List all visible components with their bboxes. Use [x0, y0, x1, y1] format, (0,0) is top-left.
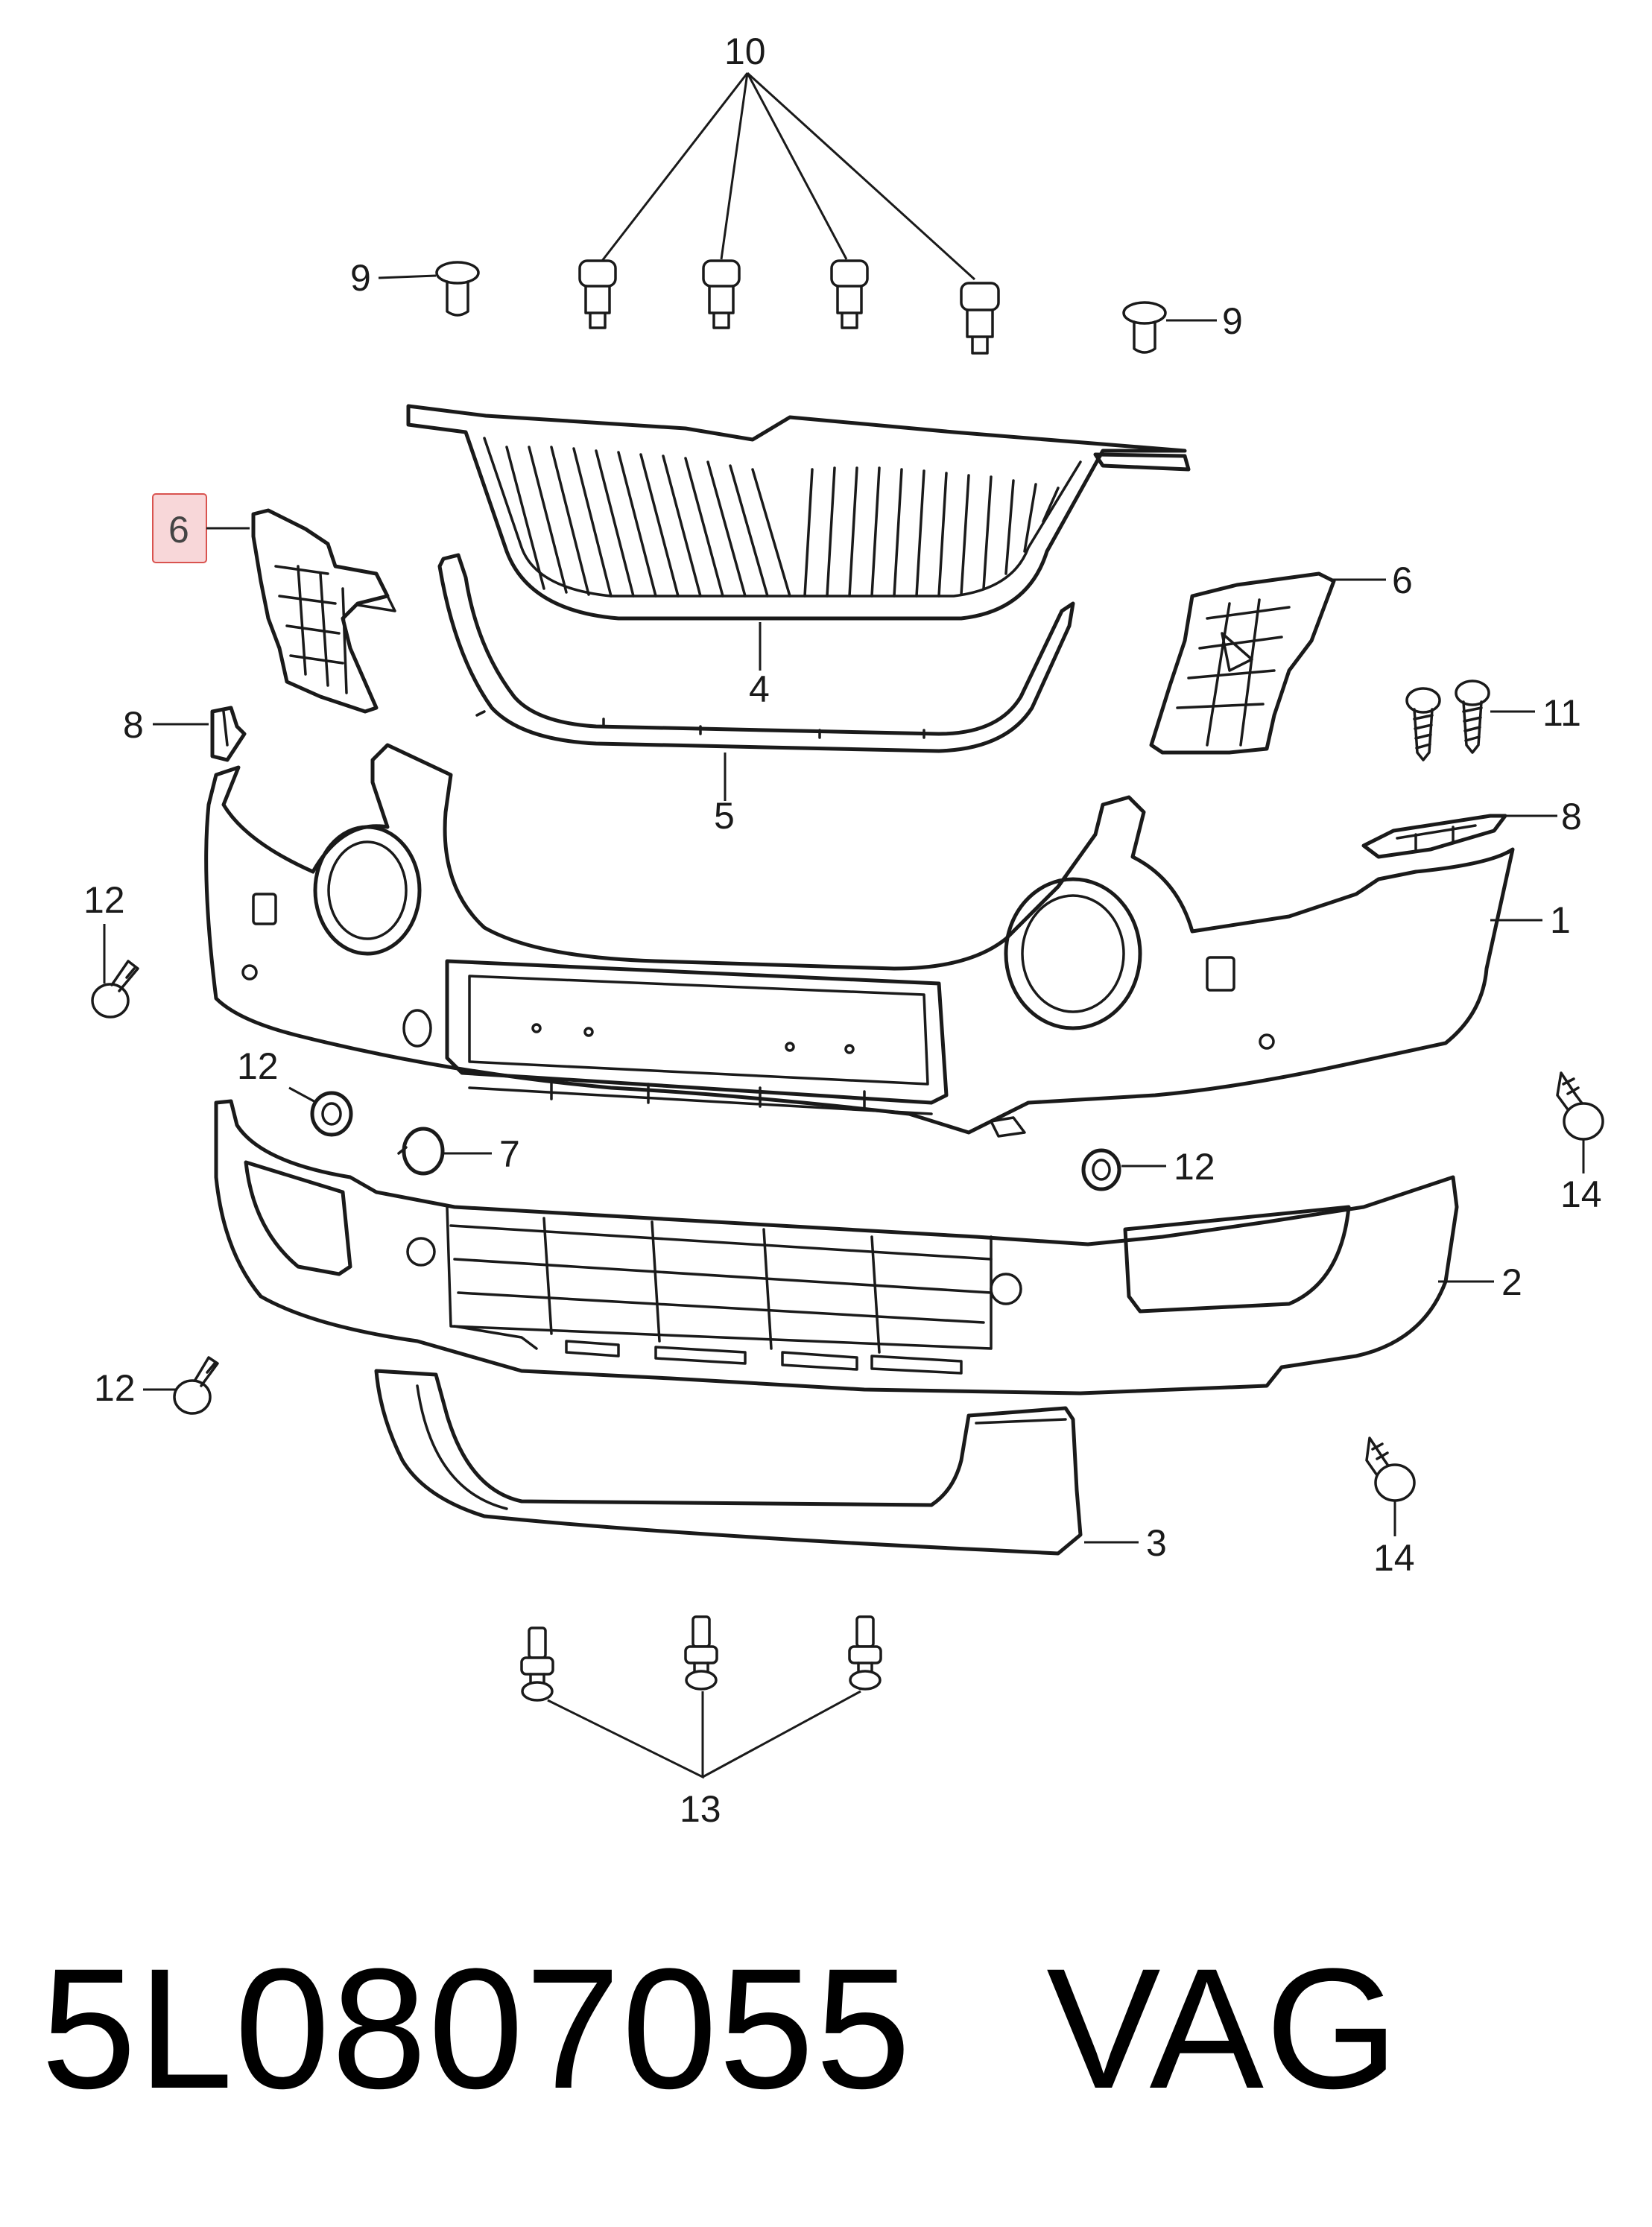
pin-13-b-icon: [684, 1615, 718, 1691]
callout-8-left[interactable]: 8: [123, 704, 144, 746]
screw-14-b-icon: [1365, 1436, 1416, 1502]
screw-14-a-icon: [1556, 1071, 1604, 1141]
clip-8-left-icon: [210, 706, 247, 762]
bolt-10-a-icon: [578, 259, 617, 329]
pin-13-a-icon: [520, 1626, 554, 1702]
callout-12-d[interactable]: 12: [94, 1367, 136, 1409]
clip-8-right-icon: [1361, 814, 1507, 859]
callout-3[interactable]: 3: [1146, 1522, 1167, 1564]
screw-12-d-icon: [173, 1356, 219, 1415]
callout-6-left[interactable]: 6: [168, 509, 189, 551]
part-number: 5L0807055: [41, 1933, 913, 2124]
callout-9-right[interactable]: 9: [1222, 300, 1243, 342]
callout-1[interactable]: 1: [1550, 899, 1571, 941]
part-number-caption: 5L0807055 VAG: [41, 1930, 1400, 2127]
pin-13-c-icon: [848, 1615, 882, 1691]
bumper-cover: [204, 743, 1515, 1138]
callout-2[interactable]: 2: [1501, 1261, 1522, 1303]
callout-14-a[interactable]: 14: [1560, 1173, 1602, 1215]
leader-9-left: [378, 274, 437, 279]
bolt-10-d-icon: [960, 282, 1000, 355]
left-bumper-bracket: [251, 508, 396, 714]
callout-10[interactable]: 10: [724, 31, 766, 72]
screw-11-b-icon: [1455, 679, 1490, 754]
callout-14-b[interactable]: 14: [1373, 1537, 1415, 1579]
callout-8-right[interactable]: 8: [1561, 796, 1582, 837]
callout-12-c[interactable]: 12: [1174, 1146, 1215, 1188]
callout-4[interactable]: 4: [749, 668, 770, 710]
callout-6-left-highlight: 6: [152, 493, 207, 563]
callout-7[interactable]: 7: [499, 1133, 520, 1175]
callout-11[interactable]: 11: [1542, 692, 1581, 734]
nut-12-c-icon: [1081, 1148, 1121, 1191]
callout-10-group: 10: [601, 31, 976, 281]
lower-spoiler: [374, 1369, 1083, 1556]
bolt-9-left-icon: [435, 261, 480, 317]
plug-7-icon: [397, 1127, 445, 1176]
radiator-grille: [406, 404, 1191, 621]
screw-11-a-icon: [1405, 687, 1441, 761]
leader-12-b: [288, 1086, 317, 1104]
callout-12-b[interactable]: 12: [237, 1045, 279, 1087]
screw-12-a-icon: [91, 960, 139, 1019]
callout-13[interactable]: 13: [680, 1788, 721, 1830]
bolt-10-b-icon: [702, 259, 741, 329]
bolt-10-c-icon: [830, 259, 869, 329]
callout-5[interactable]: 5: [714, 795, 735, 837]
callout-6-right[interactable]: 6: [1392, 560, 1413, 601]
leader-10: [601, 72, 976, 281]
bolt-9-right-icon: [1122, 301, 1167, 354]
callout-9-left[interactable]: 9: [350, 257, 371, 299]
nut-12-b-icon: [310, 1091, 353, 1137]
right-bumper-bracket: [1149, 571, 1336, 755]
callout-12-a[interactable]: 12: [83, 879, 125, 921]
brand-name: VAG: [1046, 1933, 1400, 2124]
grille-trim-strip: [437, 553, 1075, 753]
lower-bumper-section: [214, 1099, 1459, 1396]
leader-13: [547, 1690, 861, 1779]
